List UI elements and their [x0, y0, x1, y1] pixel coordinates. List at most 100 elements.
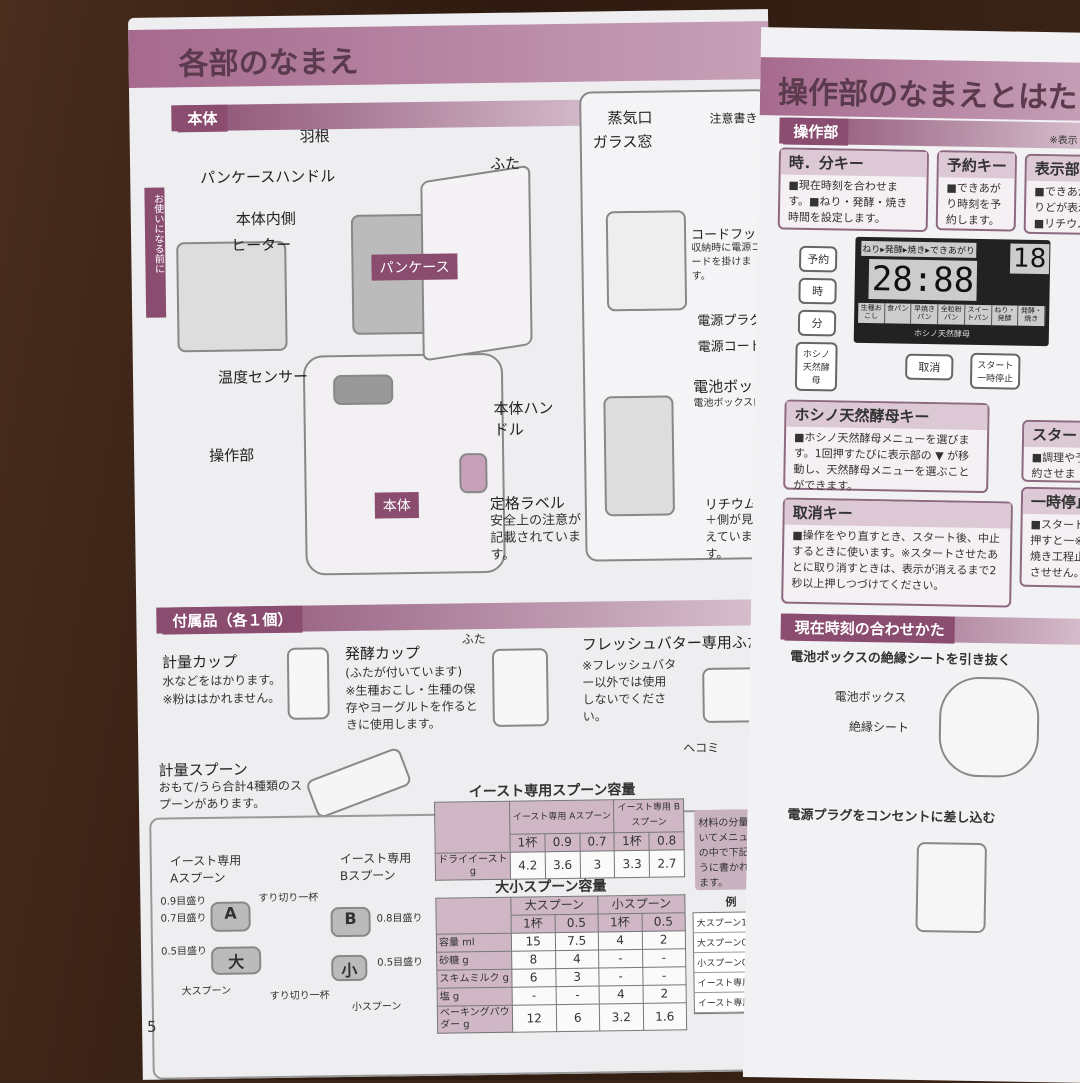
yeast-cell: 3.3	[614, 850, 650, 878]
spoon-cell: -	[555, 986, 600, 1005]
outlet-illustration	[915, 841, 987, 934]
label-body-handle: 本体ハンドル	[493, 399, 554, 439]
lcd-menu-number: 18	[1009, 243, 1050, 275]
group-big: 大スプーン	[510, 896, 599, 916]
hoshino-button[interactable]: ホシノ天然酵母	[794, 341, 838, 392]
label-caution: 注意書き	[709, 111, 758, 126]
reserve-button[interactable]: 予約	[798, 245, 838, 273]
spoon-cell: 6	[555, 1004, 600, 1032]
lcd-display: ねり▸発酵▸焼き▸できあがり 28:88 18 生種おこし食パン早焼きパン全粒粉…	[853, 236, 1051, 347]
minute-button[interactable]: 分	[797, 309, 837, 337]
mark-05b: 0.5目盛り	[377, 956, 424, 969]
key-title: 一時停止	[1022, 488, 1080, 516]
section-body: 本体	[177, 104, 228, 133]
corner-cell	[434, 801, 511, 854]
spoon-label-a: イースト専用 Aスプーン	[169, 853, 242, 886]
spoon-cell: -	[598, 967, 643, 987]
row-label: ベーキングパウダー g	[437, 1005, 513, 1034]
yeast-col-header: 1杯	[509, 833, 545, 853]
spoon-cell: 3	[555, 968, 600, 987]
spoon-col-header: 1杯	[598, 913, 642, 933]
step-label-sheet: 絶縁シート	[848, 719, 910, 735]
label-plug: 電源プラグ	[697, 313, 763, 330]
label-control: 操作部	[208, 446, 255, 465]
label-cord: 電源コード	[697, 339, 763, 356]
hour-button[interactable]: 時	[798, 277, 837, 305]
right-title: 操作部のなまえとはた	[777, 75, 1078, 116]
spoon-table-title: 大小スプーン容量	[495, 878, 607, 896]
side-tab: お使いになる前に	[144, 187, 167, 318]
spoon-cell: 2	[642, 984, 687, 1004]
small-spoon-label: 小スプーン	[351, 1001, 402, 1013]
label-rating: 定格ラベル	[489, 493, 565, 513]
corner-cell	[435, 897, 512, 935]
key-title: 予約キー	[938, 152, 1016, 179]
right-page: 操作部のなまえとはた 操作部 ※表示 時．分キー■現在時刻を合わせます。■ねり・…	[742, 27, 1080, 1083]
label-temp-sensor: 温度センサー	[217, 367, 309, 387]
spoon-cell: 15	[511, 932, 556, 952]
yeast-cell: 2.7	[649, 849, 685, 878]
key-body: ■現在時刻を合わせます。■ねり・発酵・焼き時間を設定します。	[787, 178, 908, 226]
lcd-menu-item: ねり・発酵	[991, 305, 1019, 326]
spoon-cell: 1.6	[642, 1002, 687, 1031]
yeast-col-header: 1杯	[614, 832, 650, 851]
spoon-note: おもて/うら合計4種類のスプーンがあります。	[158, 778, 303, 812]
spoon-col-header: 0.5	[641, 912, 686, 932]
example-label: 例	[725, 895, 737, 909]
lcd-time: 28:88	[868, 259, 978, 301]
cup-note-2: ※粉ははかれません。	[162, 690, 281, 707]
start-pause-button[interactable]: スタート 一時停止	[969, 352, 1021, 390]
label-body: 本体	[374, 491, 420, 519]
yeast-group-a: イースト専用 Aスプーン	[509, 799, 615, 835]
row-label: 砂糖 g	[436, 951, 512, 971]
key-title: 取消キー	[784, 499, 1011, 529]
yeast-cell: 3.6	[544, 851, 581, 879]
step-2: 電源プラグをコンセントに差し込む	[787, 807, 996, 827]
rating-label-illustration	[459, 453, 488, 494]
spoon-title: 計量スプーン	[158, 760, 248, 780]
spoon-a: A	[210, 901, 251, 932]
yeast-cell: 4.2	[510, 851, 546, 880]
label-blade: 羽根	[299, 127, 330, 146]
lcd-menu-item: 全粒粉パン	[938, 304, 966, 325]
key-hoshino: ホシノ天然酵母キー■ホシノ天然酵母メニューを選びます。1回押すたびに表示部の ▼…	[783, 399, 990, 494]
level-label-2: すり切り一杯	[269, 990, 330, 1003]
ferment-title: 発酵カップ	[344, 643, 421, 664]
mark-05a: 0.5目盛り	[160, 945, 208, 958]
lcd-bottom: ホシノ天然酵母	[913, 328, 970, 339]
spoon-cell: 2	[641, 930, 686, 950]
key-display: 表示部■できあがりどが表示■リチウム	[1023, 153, 1080, 236]
control-panel-illustration	[333, 374, 394, 406]
ferment-note: ※生種おこし・生種の保存やヨーグルトを作るときに使用します。	[345, 682, 478, 733]
spoon-cell: 7.5	[554, 932, 599, 951]
ferment-sub: (ふたが付いています)	[345, 664, 463, 681]
row-label: スキムミルク g	[436, 969, 513, 989]
cancel-button[interactable]: 取消	[905, 353, 954, 381]
mark-08: 0.8目盛り	[376, 912, 423, 925]
key-title: 表示部	[1026, 155, 1080, 183]
spoon-col-header: 0.5	[554, 914, 599, 933]
yeast-table-title: イースト専用スプーン容量	[468, 781, 636, 801]
rating-note: 安全上の注意が記載されています。	[489, 512, 582, 563]
label-pan-handle: パンケースハンドル	[200, 167, 336, 188]
spoon-illustration	[304, 746, 413, 820]
yeast-col-header: 0.7	[579, 832, 615, 852]
key-body: ■ホシノ天然酵母メニューを選びます。1回押すたびに表示部の ▼ が移動し、天然酵…	[793, 430, 970, 493]
key-body: ■できあがりどが表示■リチウム	[1033, 184, 1080, 231]
cup-title: 計量カップ	[161, 652, 238, 672]
level-label-1: すり切り一杯	[258, 892, 319, 905]
yeast-col-header: 0.8	[649, 831, 685, 851]
page-title: 各部のなまえ	[178, 44, 359, 83]
battery-illustration	[603, 395, 675, 517]
spoon-b: B	[330, 906, 371, 938]
step-1: 電池ボックスの絶縁シートを引き抜く	[790, 649, 1011, 669]
spoon-cell: -	[512, 986, 556, 1006]
yeast-col-header: 0.9	[544, 833, 580, 852]
spoon-cell: 4	[555, 950, 599, 969]
ferment-cup-illustration	[491, 648, 549, 727]
key-hour-minute: 時．分キー■現在時刻を合わせます。■ねり・発酵・焼き時間を設定します。	[777, 147, 930, 233]
lcd-menu-item: 発酵・焼き	[1018, 305, 1046, 327]
spoon-cell: -	[598, 949, 643, 969]
label-inner-body: 本体内側	[235, 209, 296, 229]
